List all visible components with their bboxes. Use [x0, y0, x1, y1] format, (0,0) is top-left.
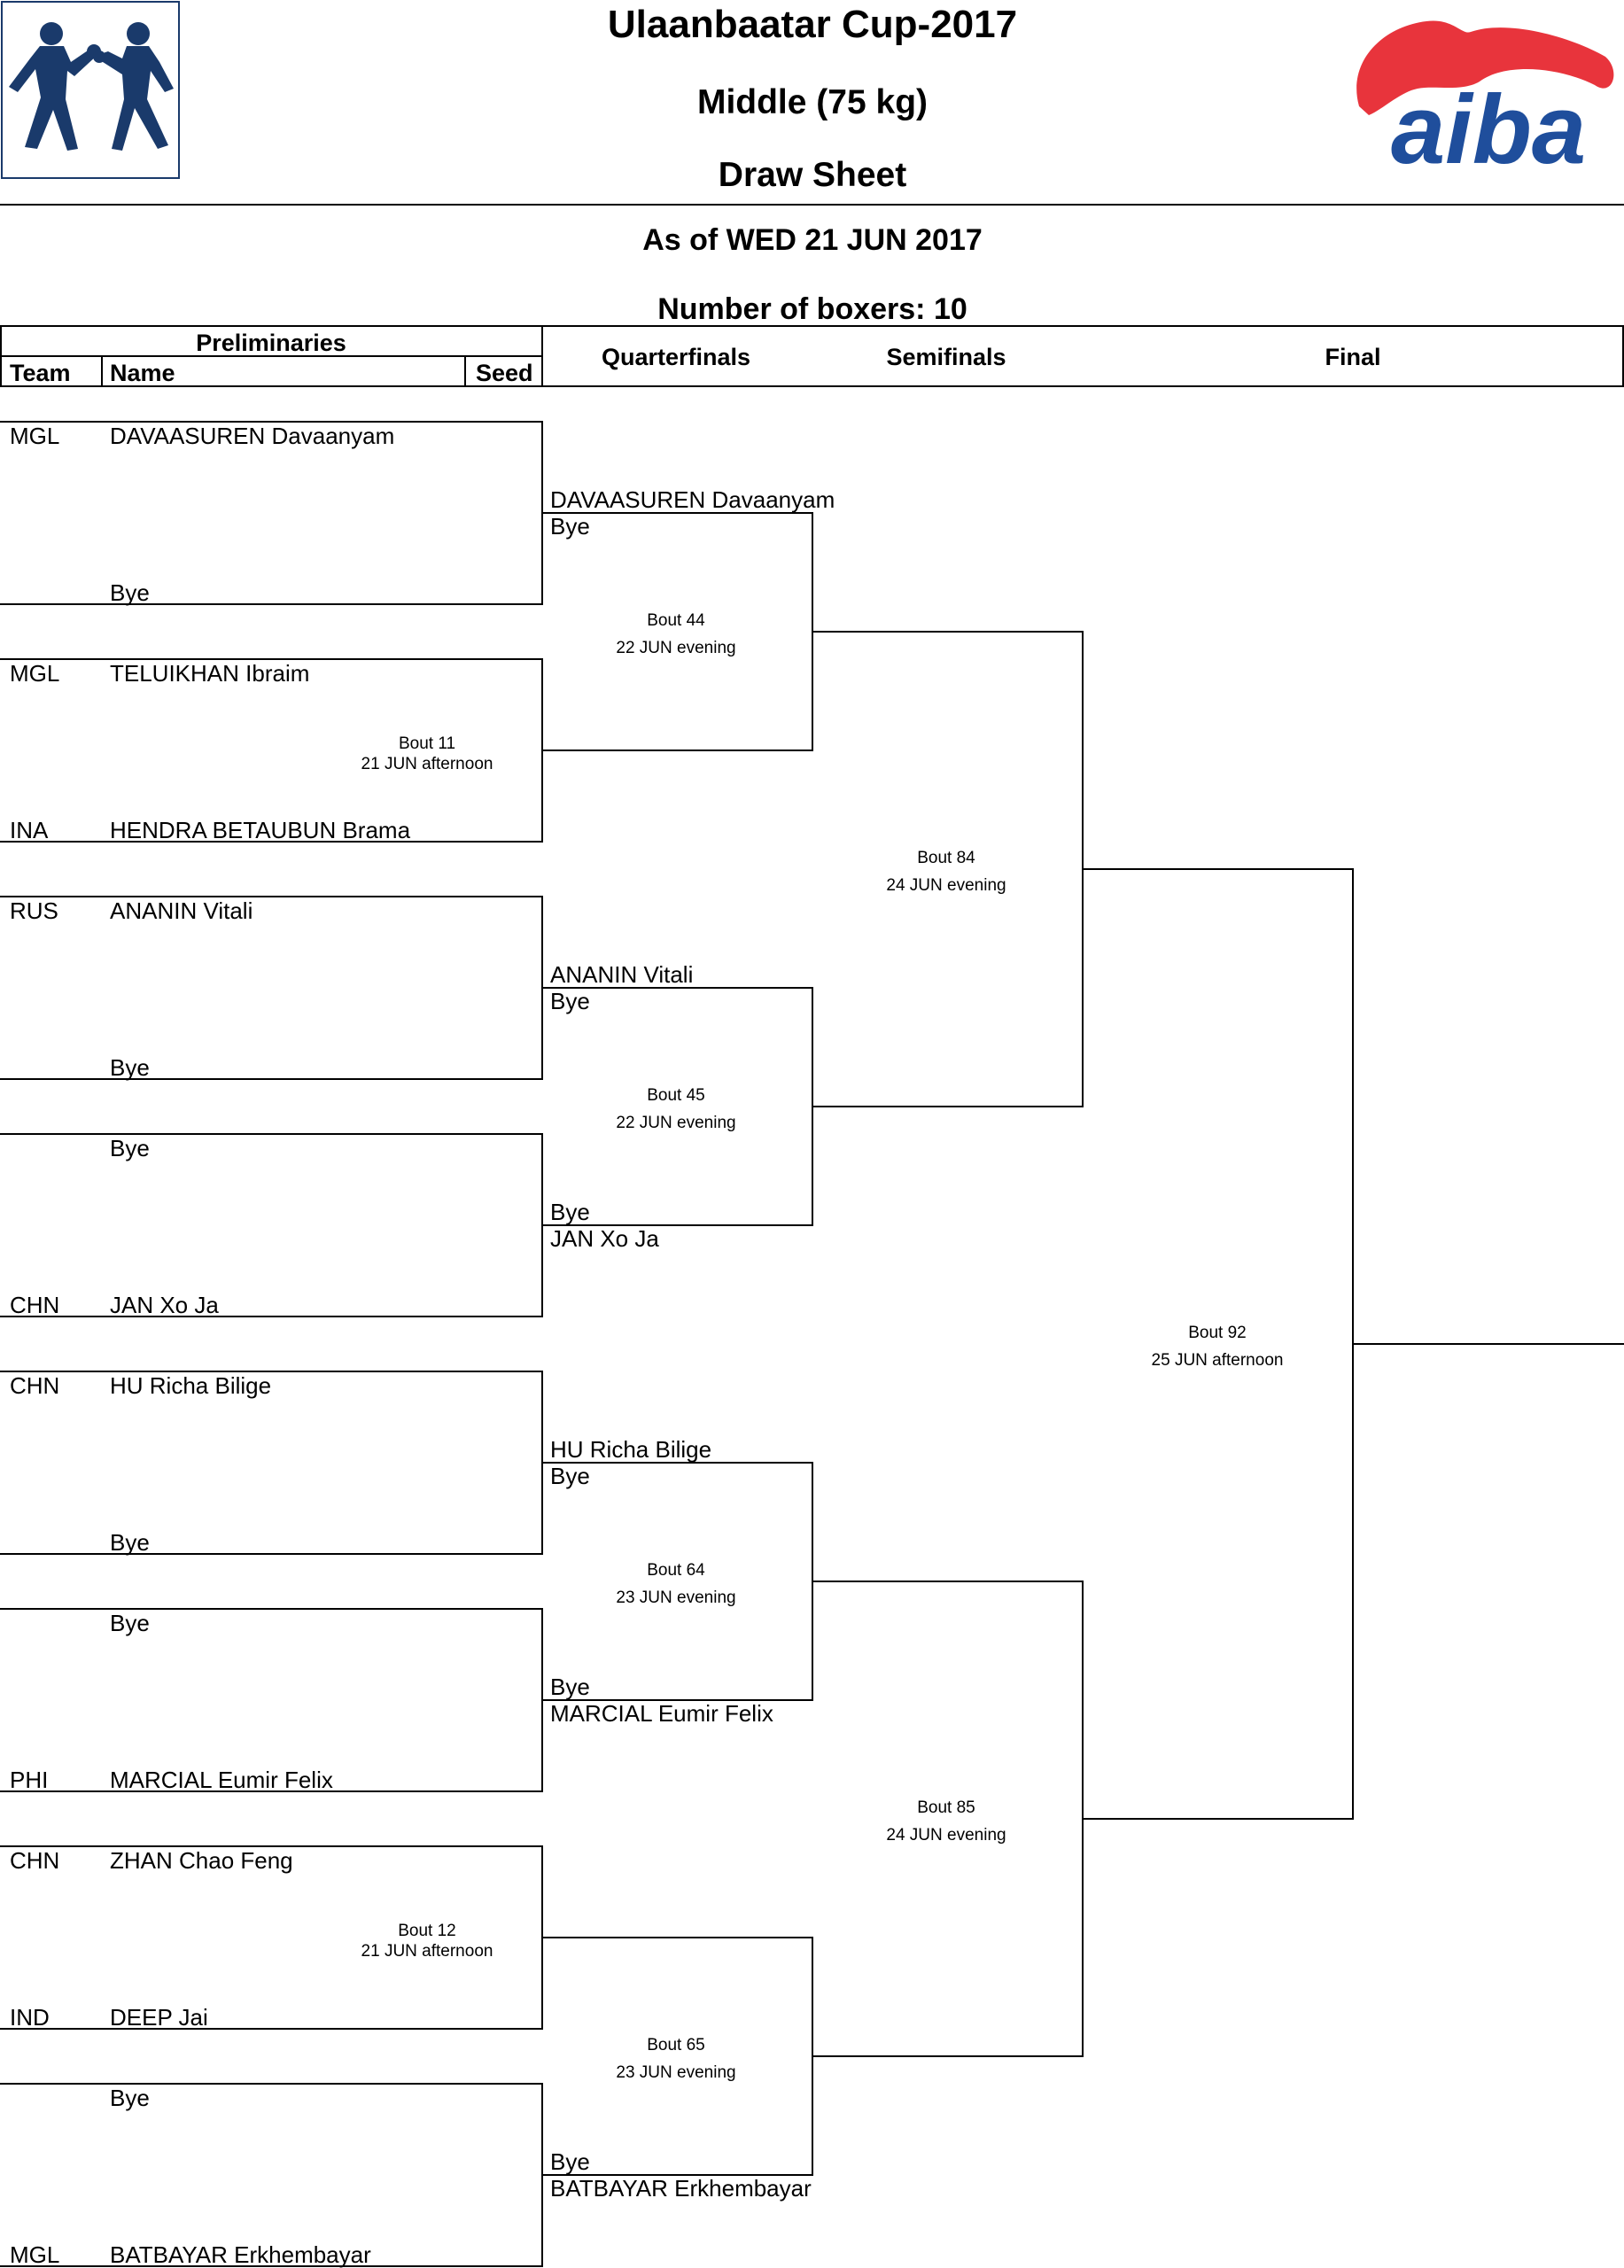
bout-number: Bout 85: [917, 1798, 975, 1817]
entry-name: HENDRA BETAUBUN Brama: [110, 817, 411, 843]
entry-name: JAN Xo Ja: [110, 1292, 219, 1318]
entry-name: BATBAYAR Erkhembayar: [110, 2241, 371, 2268]
entry-name: Bye: [110, 1610, 150, 1636]
qf-competitor: DAVAASUREN Davaanyam: [550, 486, 835, 513]
bout-number: Bout 45: [647, 1086, 705, 1105]
header-quarterfinals: Quarterfinals: [602, 344, 750, 370]
header-team: Team: [10, 360, 71, 386]
entry-team: MGL: [10, 660, 59, 687]
qf-bracket: [542, 1937, 813, 2176]
qf-bracket: [542, 987, 813, 1226]
qf-competitor: Bye: [550, 1463, 590, 1489]
boxers-silhouette-icon: [1, 1, 180, 179]
entry-name: DEEP Jai: [110, 2004, 208, 2031]
prelim-bracket: [0, 1133, 543, 1317]
qf-bracket: [542, 1462, 813, 1701]
bout-number: Bout 65: [647, 2036, 705, 2054]
header-semifinals: Semifinals: [886, 344, 1006, 370]
entry-name: Bye: [110, 579, 150, 606]
entry-team: MGL: [10, 423, 59, 449]
bout-number: Bout 84: [917, 849, 975, 867]
prelim-bracket: [0, 896, 543, 1080]
qf-competitor: Bye: [550, 988, 590, 1014]
prelim-bracket: [0, 1608, 543, 1792]
entry-team: RUS: [10, 897, 58, 924]
bout-date: 21 JUN afternoon: [361, 755, 493, 773]
page-title: Ulaanbaatar Cup-2017: [608, 3, 1017, 46]
entry-team: CHN: [10, 1847, 59, 1874]
header-name: Name: [110, 360, 175, 386]
bout-number: Bout 12: [398, 1922, 456, 1940]
boxer-count: Number of boxers: 10: [657, 292, 967, 326]
entry-team: INA: [10, 817, 49, 843]
column-header: Preliminaries Team Name Seed Quarterfina…: [0, 325, 1624, 387]
as-of-date: As of WED 21 JUN 2017: [642, 223, 983, 257]
qf-competitor: Bye: [550, 2148, 590, 2175]
bout-number: Bout 92: [1188, 1324, 1247, 1342]
bout-date: 23 JUN evening: [616, 1588, 735, 1607]
entry-name: MARCIAL Eumir Felix: [110, 1767, 333, 1793]
entry-name: Bye: [110, 2085, 150, 2111]
header-final: Final: [1325, 344, 1380, 370]
aiba-logo: aiba: [1356, 20, 1614, 184]
entry-team: PHI: [10, 1767, 48, 1793]
bout-date: 22 JUN evening: [616, 639, 735, 657]
qf-competitor: BATBAYAR Erkhembayar: [550, 2175, 812, 2202]
entry-team: CHN: [10, 1292, 59, 1318]
prelim-bracket: [0, 2083, 543, 2267]
entry-name: Bye: [110, 1529, 150, 1556]
bout-number: Bout 11: [399, 734, 455, 753]
header-seed: Seed: [476, 360, 533, 386]
entry-name: ZHAN Chao Feng: [110, 1847, 293, 1874]
qf-competitor: HU Richa Bilige: [550, 1436, 711, 1463]
qf-competitor: Bye: [550, 513, 590, 540]
entry-name: Bye: [110, 1054, 150, 1081]
bout-date: 24 JUN evening: [886, 876, 1006, 895]
qf-competitor: Bye: [550, 1674, 590, 1700]
bout-date: 22 JUN evening: [616, 1114, 735, 1132]
weight-category: Middle (75 kg): [697, 83, 928, 121]
bout-date: 25 JUN afternoon: [1152, 1351, 1284, 1370]
qf-competitor: MARCIAL Eumir Felix: [550, 1700, 773, 1727]
entry-name: HU Richa Bilige: [110, 1372, 271, 1399]
entry-team: CHN: [10, 1372, 59, 1399]
entry-team: MGL: [10, 2241, 59, 2268]
bout-date: 24 JUN evening: [886, 1826, 1006, 1845]
entry-name: DAVAASUREN Davaanyam: [110, 423, 394, 449]
entry-name: Bye: [110, 1135, 150, 1161]
entry-name: ANANIN Vitali: [110, 897, 253, 924]
entry-team: IND: [10, 2004, 50, 2031]
entry-name: TELUIKHAN Ibraim: [110, 660, 309, 687]
final-bracket: [1083, 868, 1354, 1820]
bout-date: 21 JUN afternoon: [361, 1942, 493, 1961]
qf-competitor: ANANIN Vitali: [550, 961, 693, 988]
bout-date: 23 JUN evening: [616, 2063, 735, 2082]
qf-competitor: JAN Xo Ja: [550, 1225, 659, 1252]
sf-bracket: [812, 631, 1084, 1107]
qf-bracket: [542, 512, 813, 751]
aiba-logo-text: aiba: [1391, 75, 1586, 184]
header-preliminaries: Preliminaries: [196, 330, 346, 356]
qf-competitor: Bye: [550, 1199, 590, 1225]
bout-number: Bout 64: [647, 1561, 705, 1580]
sf-bracket: [812, 1581, 1084, 2057]
sheet-name: Draw Sheet: [719, 156, 906, 194]
bout-number: Bout 44: [647, 611, 705, 630]
